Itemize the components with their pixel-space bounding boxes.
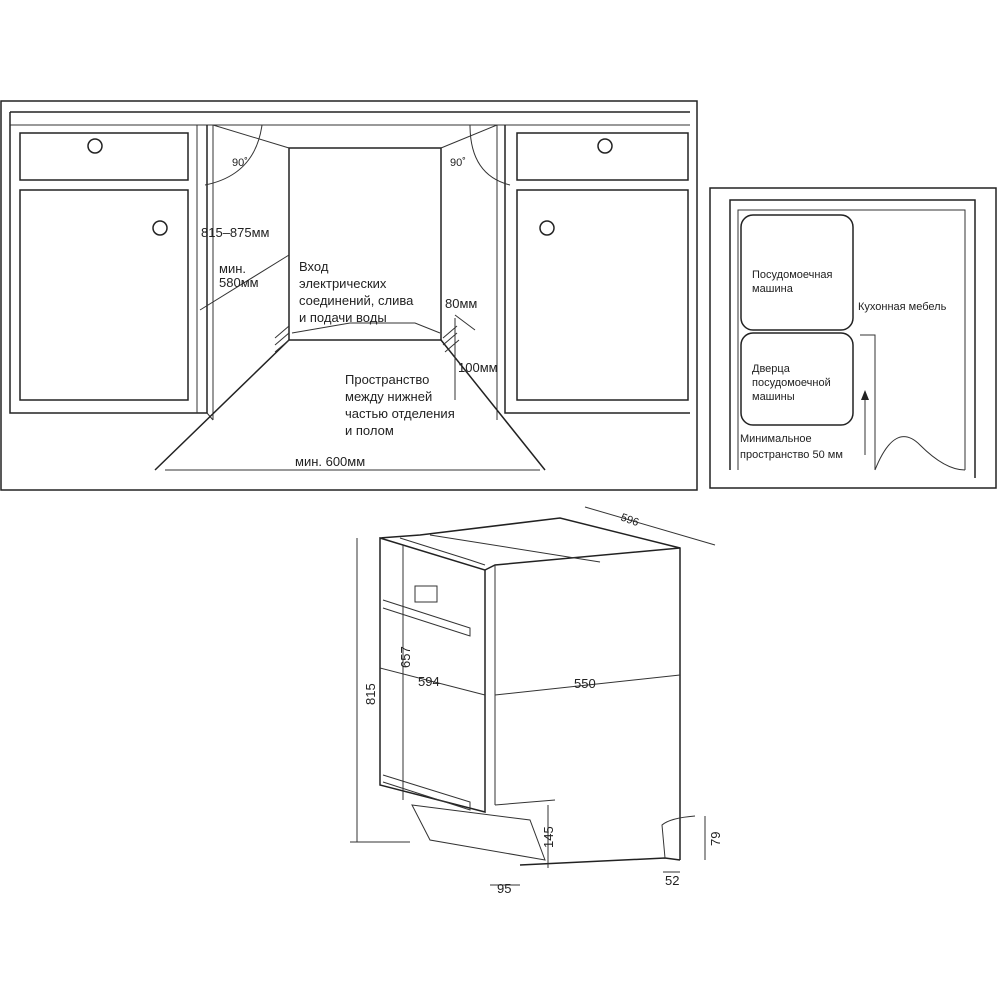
right-drawer-knob [597,138,613,154]
dim-657-label: 657 [398,646,413,668]
right-door-knob [539,220,555,236]
left-door-knob [152,220,168,236]
dim-80-label: 80мм [445,296,477,311]
min-depth-label-2: 580мм [219,275,259,290]
installation-niche-view: 90˚ 90˚ 815–875мм мин. 580мм Вход электр… [0,100,698,491]
angle-right-label: 90˚ [450,157,466,169]
arrow-up-icon [861,390,869,400]
inlet-label: Вход электрических соединений, слива и п… [299,259,417,325]
dim-52-label: 52 [665,873,679,888]
left-drawer [19,132,189,181]
right-drawer [516,132,689,181]
height-range-label: 815–875мм [201,225,270,240]
min-space-label: Минимальное пространство 50 мм [740,433,843,461]
product-dimension-drawing: 596 815 657 594 550 145 95 79 52 [350,506,723,896]
dim-100-label: 100мм [458,360,498,375]
door-box [740,332,854,426]
dishwasher-box [740,214,854,331]
dim-145-label: 145 [541,826,556,848]
min-depth-label-1: мин. [219,261,246,276]
dim-815-label: 815 [363,683,378,705]
right-door [516,189,689,401]
dim-550-label: 550 [574,676,596,691]
floor-gap-label: Пространство между нижней частью отделен… [345,372,458,438]
dim-95-label: 95 [497,881,511,896]
dishwasher-label: Посудомоечная машина [752,269,836,295]
door-label: Дверца посудомоечной машины [752,363,834,403]
angle-left-label: 90˚ [232,157,248,169]
left-drawer-knob [87,138,103,154]
left-door [19,189,189,401]
furniture-label: Кухонная мебель [858,301,947,313]
min-width-label: мин. 600мм [295,454,365,469]
dim-79-label: 79 [708,832,723,846]
dim-596-label: 596 [619,512,640,530]
plan-view: Посудомоечная машина Дверца посудомоечно… [709,187,997,489]
dim-594-label: 594 [418,674,440,689]
